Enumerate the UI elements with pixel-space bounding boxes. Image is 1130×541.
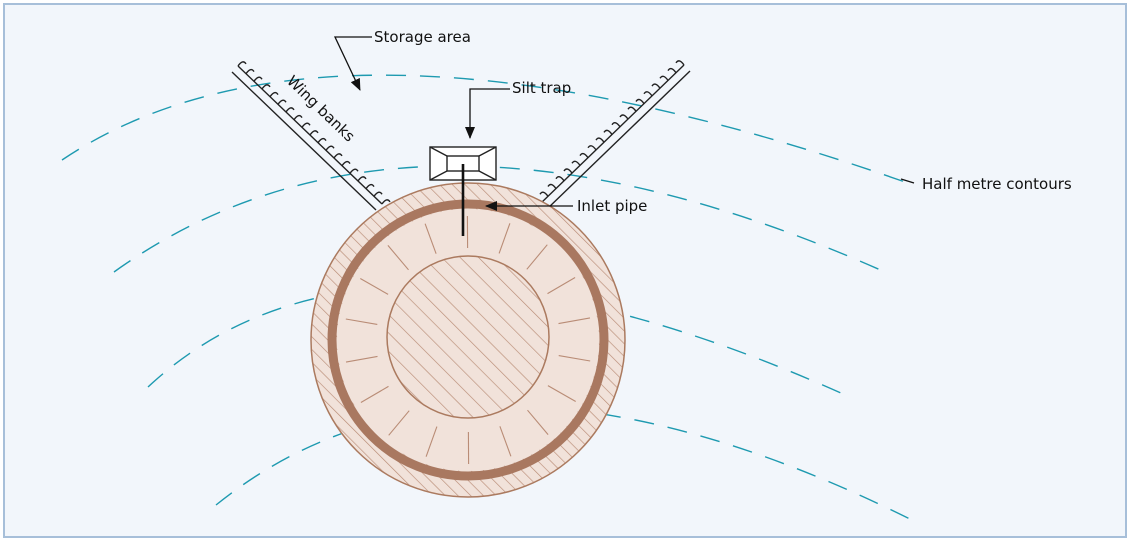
bank-hachure (555, 176, 565, 182)
drainage-line (547, 277, 576, 295)
bank-hachure (579, 152, 589, 159)
bank-hachure (563, 168, 573, 174)
drainage-line (387, 245, 409, 271)
tank-wall (327, 199, 609, 481)
wing-bank-right (531, 60, 691, 211)
inlet-pipe-label: Inlet pipe (577, 197, 647, 215)
storage-area-leader (333, 36, 372, 91)
tank-drainage-lines (345, 215, 591, 465)
drainage-line (360, 278, 389, 295)
bank-hachure (301, 122, 311, 128)
bank-hachure (635, 98, 645, 105)
bank-hachure (373, 191, 383, 197)
bank-hachure (539, 191, 549, 197)
wing-bank-left (231, 61, 391, 211)
drainage-line (360, 385, 389, 403)
bank-hachure (325, 145, 335, 151)
contour-line (113, 165, 886, 273)
bank-hachure (643, 91, 653, 97)
drainage-line (388, 410, 410, 436)
bank-hachure (293, 114, 303, 121)
drainage-line (558, 317, 591, 325)
bank-hachure (627, 106, 637, 112)
bank-hachure (611, 122, 621, 128)
bank-hachure (365, 183, 375, 190)
drainage-line (526, 244, 548, 270)
bank-hachure (619, 114, 629, 120)
drainage-line (425, 426, 438, 457)
drainage-line (345, 318, 378, 325)
bank-hachure (237, 61, 247, 67)
drainage-line (424, 223, 437, 254)
bank-hachure (309, 130, 319, 136)
bank-hachure (317, 137, 327, 144)
bank-hachure (341, 160, 351, 167)
drainage-line (498, 223, 511, 254)
bank-hachure (245, 68, 255, 75)
bank-hachure (285, 107, 295, 113)
bank-hachure (547, 183, 557, 190)
bank-hachure (667, 67, 677, 74)
contours-leader (900, 178, 915, 184)
bank-hachure (333, 153, 343, 159)
bank-hachure (587, 145, 597, 151)
bank-hachure (357, 176, 367, 182)
bank-hachure (571, 160, 581, 166)
drainage-line (547, 385, 576, 402)
silt-trap-leader (465, 88, 510, 139)
bank-hachure (675, 60, 685, 66)
bank-hachure (269, 91, 279, 98)
tank-center-mound (386, 255, 550, 419)
bank-hachure (253, 76, 263, 82)
drainage-line (527, 409, 549, 435)
bank-hachure (651, 83, 661, 89)
bank-hachure (603, 129, 613, 135)
bank-hachure (595, 137, 605, 143)
contours-label: Half metre contours (922, 175, 1072, 193)
bank-hachure (261, 84, 271, 90)
drainage-line (345, 355, 378, 363)
bank-hachure (381, 199, 391, 205)
bank-hachure (349, 168, 359, 174)
bank-hachure (659, 75, 669, 81)
tank (310, 182, 626, 498)
bank-hachure (277, 99, 287, 105)
drainage-line (558, 355, 591, 362)
silt-trap-label: Silt trap (512, 79, 571, 97)
leader-lines (333, 36, 915, 211)
drainage-line (499, 426, 512, 457)
storage-area-label: Storage area (374, 28, 471, 46)
